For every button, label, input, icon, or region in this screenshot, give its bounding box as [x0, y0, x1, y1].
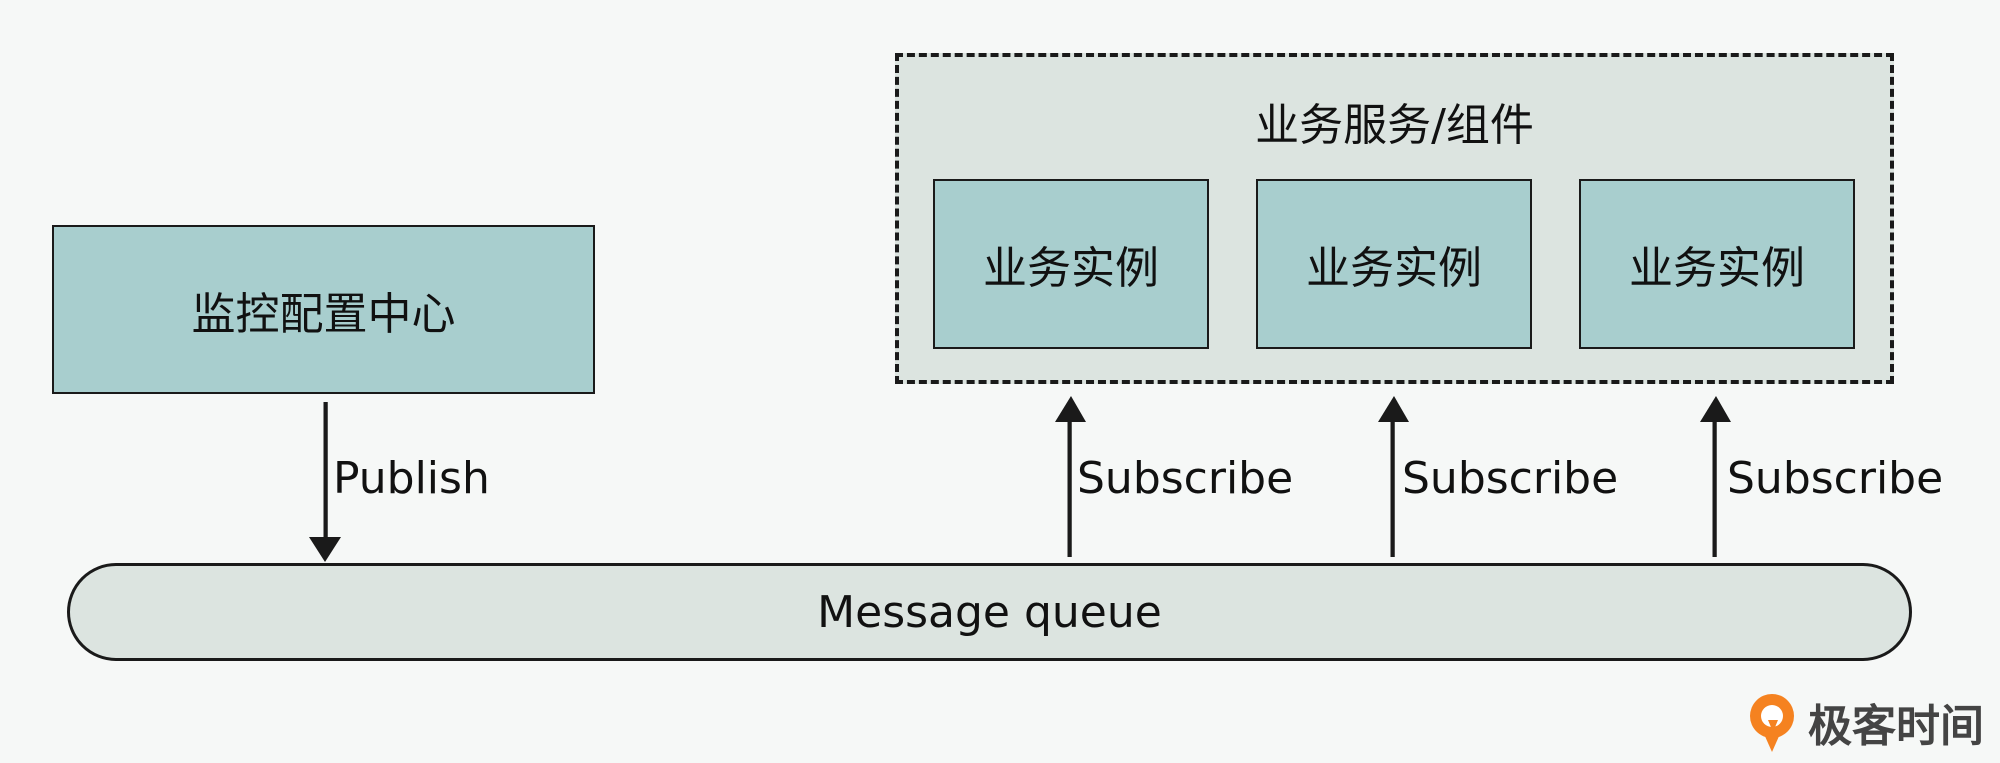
subscribe-arrow-2	[1378, 396, 1409, 557]
subscribe-arrow-1	[1055, 396, 1086, 557]
service-instance-2: 业务实例	[1256, 179, 1532, 349]
config-center-box: 监控配置中心	[52, 225, 595, 394]
subscribe-label-2: Subscribe	[1402, 453, 1619, 504]
config-center-label: 监控配置中心	[191, 288, 456, 340]
geektime-logo-icon	[1750, 694, 1794, 752]
message-queue-label: Message queue	[817, 586, 1162, 638]
service-instance-1: 业务实例	[933, 179, 1209, 349]
service-instance-3: 业务实例	[1579, 179, 1855, 349]
message-queue: Message queue	[67, 563, 1912, 661]
brand-logo: 极客时间	[1744, 690, 1984, 754]
publish-arrow	[309, 402, 341, 562]
brand-name: 极客时间	[1808, 701, 1984, 752]
subscribe-label-3: Subscribe	[1727, 453, 1944, 504]
service-instance-label: 业务实例	[1629, 243, 1805, 294]
service-instance-label: 业务实例	[983, 243, 1159, 294]
service-instance-label: 业务实例	[1306, 243, 1482, 294]
subscribe-arrow-3	[1700, 396, 1731, 557]
subscribe-label-1: Subscribe	[1077, 453, 1294, 504]
publish-label: Publish	[333, 453, 490, 504]
service-group-title: 业务服务/组件	[1255, 100, 1534, 151]
